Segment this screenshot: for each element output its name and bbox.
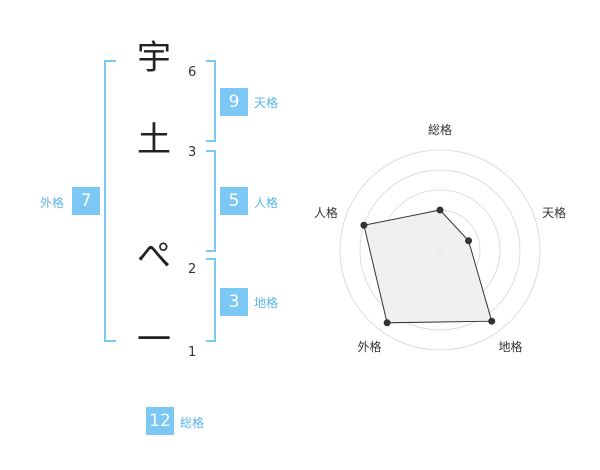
jinkaku-label: 人格 bbox=[254, 196, 279, 210]
stroke-count-1: 6 bbox=[188, 65, 197, 80]
name-char-3: ぺ bbox=[137, 236, 171, 276]
radar-ring bbox=[359, 169, 521, 331]
jinkaku-badge: 5 bbox=[220, 187, 248, 215]
jinkaku-bracket bbox=[206, 150, 216, 252]
gaikaku-label: 外格 bbox=[40, 196, 65, 210]
tenkaku-bracket bbox=[206, 60, 216, 142]
tenkaku-label: 天格 bbox=[254, 96, 279, 110]
radar-axis-label: 総格 bbox=[428, 122, 452, 137]
stroke-count-2: 3 bbox=[188, 145, 197, 160]
name-char-1: 宇 bbox=[137, 38, 171, 78]
soukaku-badge: 12 bbox=[146, 407, 174, 435]
radar-point bbox=[436, 206, 444, 214]
gaikaku-bracket bbox=[104, 60, 116, 342]
soukaku-label: 総格 bbox=[180, 416, 205, 430]
radar-points bbox=[360, 206, 496, 327]
chikaku-badge: 3 bbox=[220, 288, 248, 316]
radar-point bbox=[488, 317, 496, 325]
radar-axis-label: 人格 bbox=[314, 205, 338, 220]
chikaku-bracket bbox=[206, 258, 216, 342]
radar-area bbox=[363, 209, 493, 324]
radar-point bbox=[360, 221, 368, 229]
name-char-4: 一 bbox=[137, 320, 171, 360]
radar-ring bbox=[339, 149, 541, 351]
stroke-count-4: 1 bbox=[188, 345, 197, 360]
name-char-2: 土 bbox=[137, 120, 171, 160]
radar-axis-label: 外格 bbox=[357, 339, 381, 354]
gaikaku-badge: 7 bbox=[72, 187, 100, 215]
radar-axis-label: 天格 bbox=[542, 205, 566, 220]
tenkaku-badge: 9 bbox=[220, 88, 248, 116]
stroke-count-3: 2 bbox=[188, 262, 197, 277]
radar-point bbox=[383, 319, 391, 327]
radar-axis-label: 地格 bbox=[499, 339, 523, 354]
radar-point bbox=[465, 237, 473, 245]
chikaku-label: 地格 bbox=[254, 296, 279, 310]
